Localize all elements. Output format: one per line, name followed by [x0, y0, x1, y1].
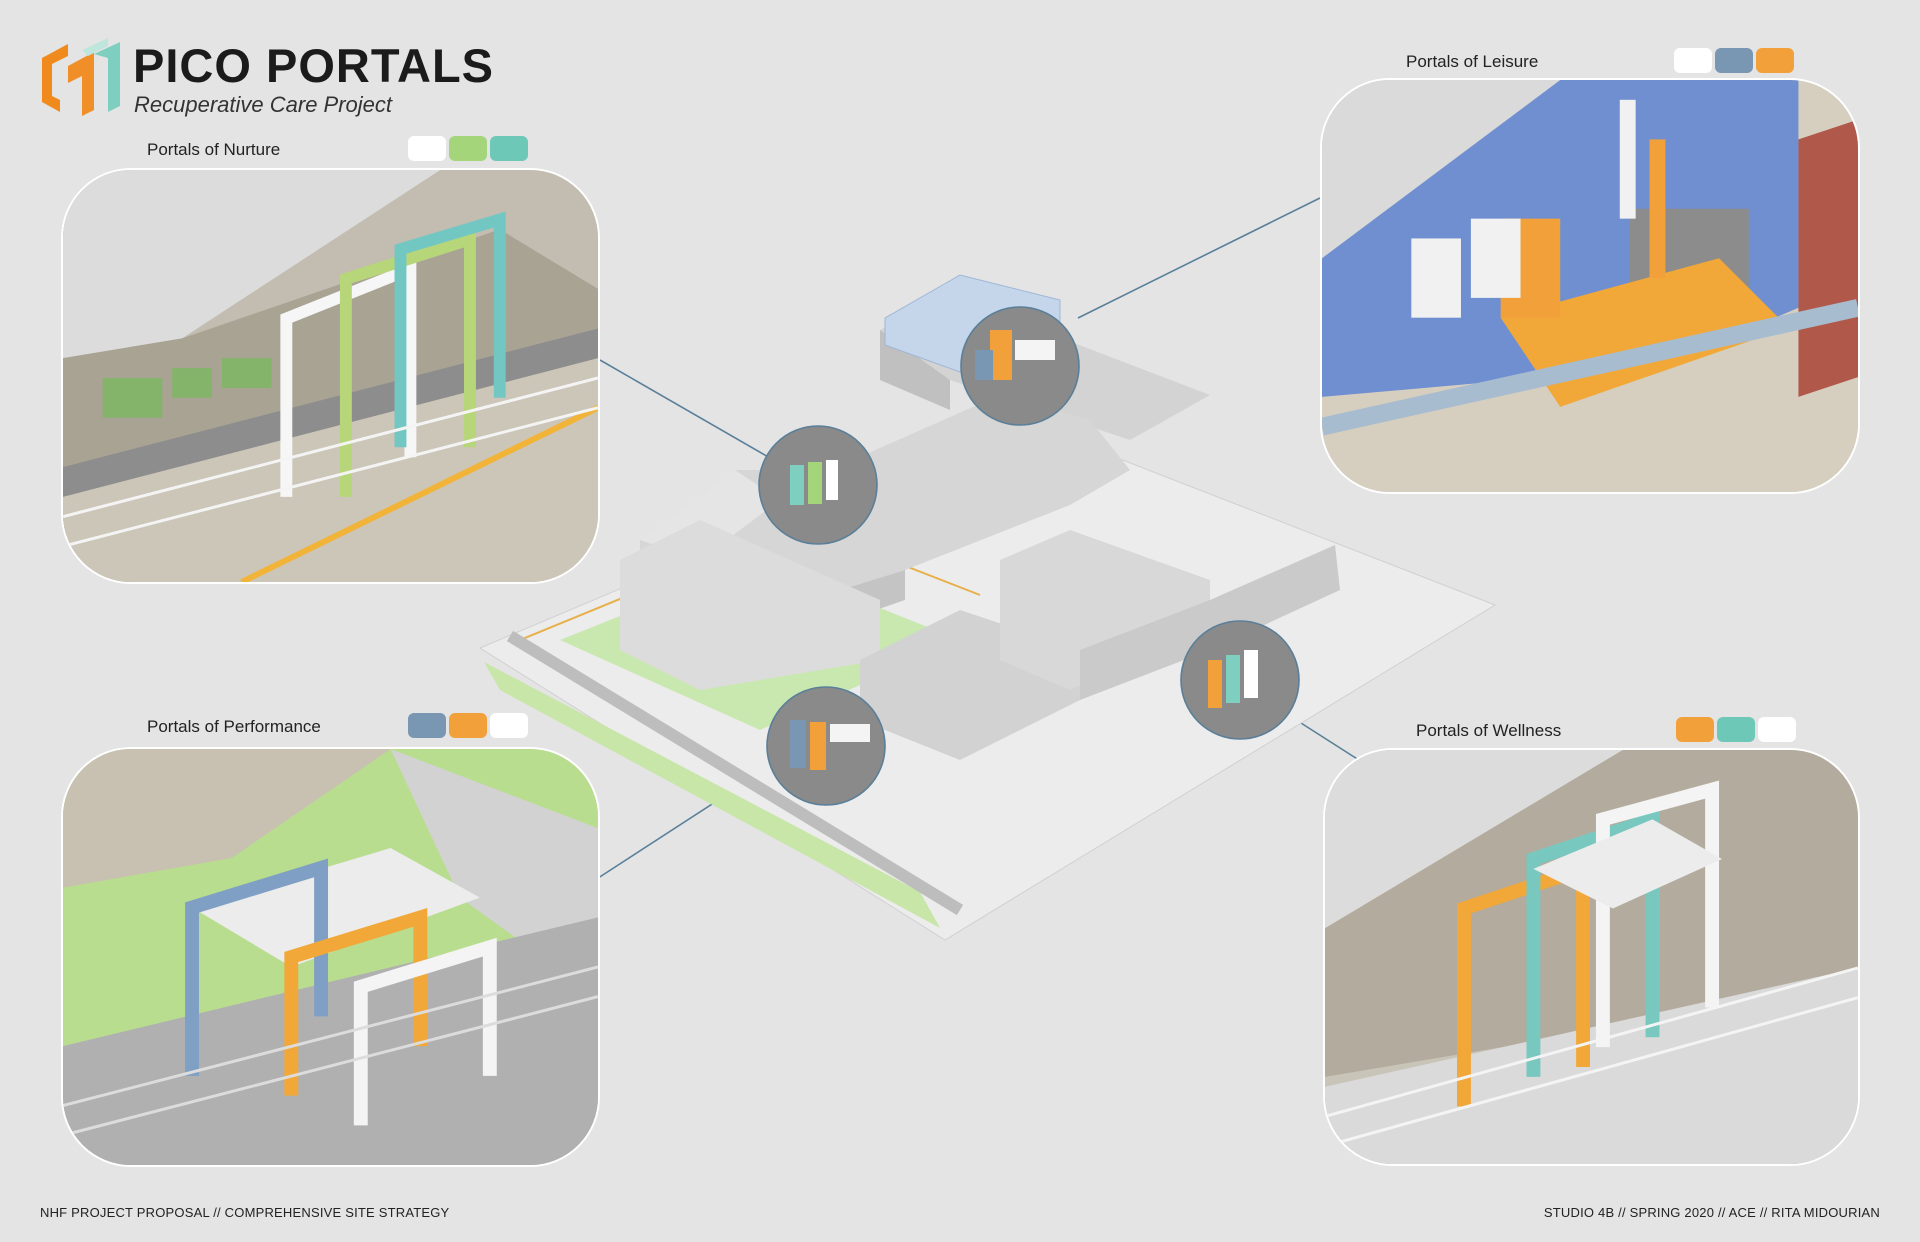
page-title: PICO PORTALS — [133, 39, 495, 92]
leisure-panel — [1320, 78, 1860, 494]
swatch — [408, 136, 446, 161]
portal-logo-icon — [42, 38, 120, 116]
performance-panel — [61, 747, 600, 1167]
performance-label: Portals of Performance — [147, 717, 321, 736]
nurture-swatches — [408, 136, 528, 161]
leisure-label: Portals of Leisure — [1406, 52, 1539, 71]
swatch — [449, 136, 487, 161]
leisure-swatches — [1674, 48, 1794, 73]
swatch — [1756, 48, 1794, 73]
swatch — [1758, 717, 1796, 742]
swatch — [1676, 717, 1714, 742]
swatch — [408, 713, 446, 738]
performance-swatches — [408, 713, 528, 738]
footer-left: NHF PROJECT PROPOSAL // COMPREHENSIVE SI… — [40, 1205, 450, 1220]
wellness-panel — [1323, 748, 1860, 1166]
footer-right: STUDIO 4B // SPRING 2020 // ACE // RITA … — [1543, 1205, 1880, 1220]
swatch — [1674, 48, 1712, 73]
nurture-label: Portals of Nurture — [147, 140, 281, 159]
lawn-strip — [484, 662, 940, 928]
swatch — [490, 713, 528, 738]
swatch — [490, 136, 528, 161]
page-subtitle: Recuperative Care Project — [134, 92, 393, 117]
nurture-panel — [61, 168, 600, 584]
wellness-label: Portals of Wellness — [1416, 721, 1562, 740]
swatch — [449, 713, 487, 738]
wellness-swatches — [1676, 717, 1796, 742]
swatch — [1715, 48, 1753, 73]
swatch — [1717, 717, 1755, 742]
